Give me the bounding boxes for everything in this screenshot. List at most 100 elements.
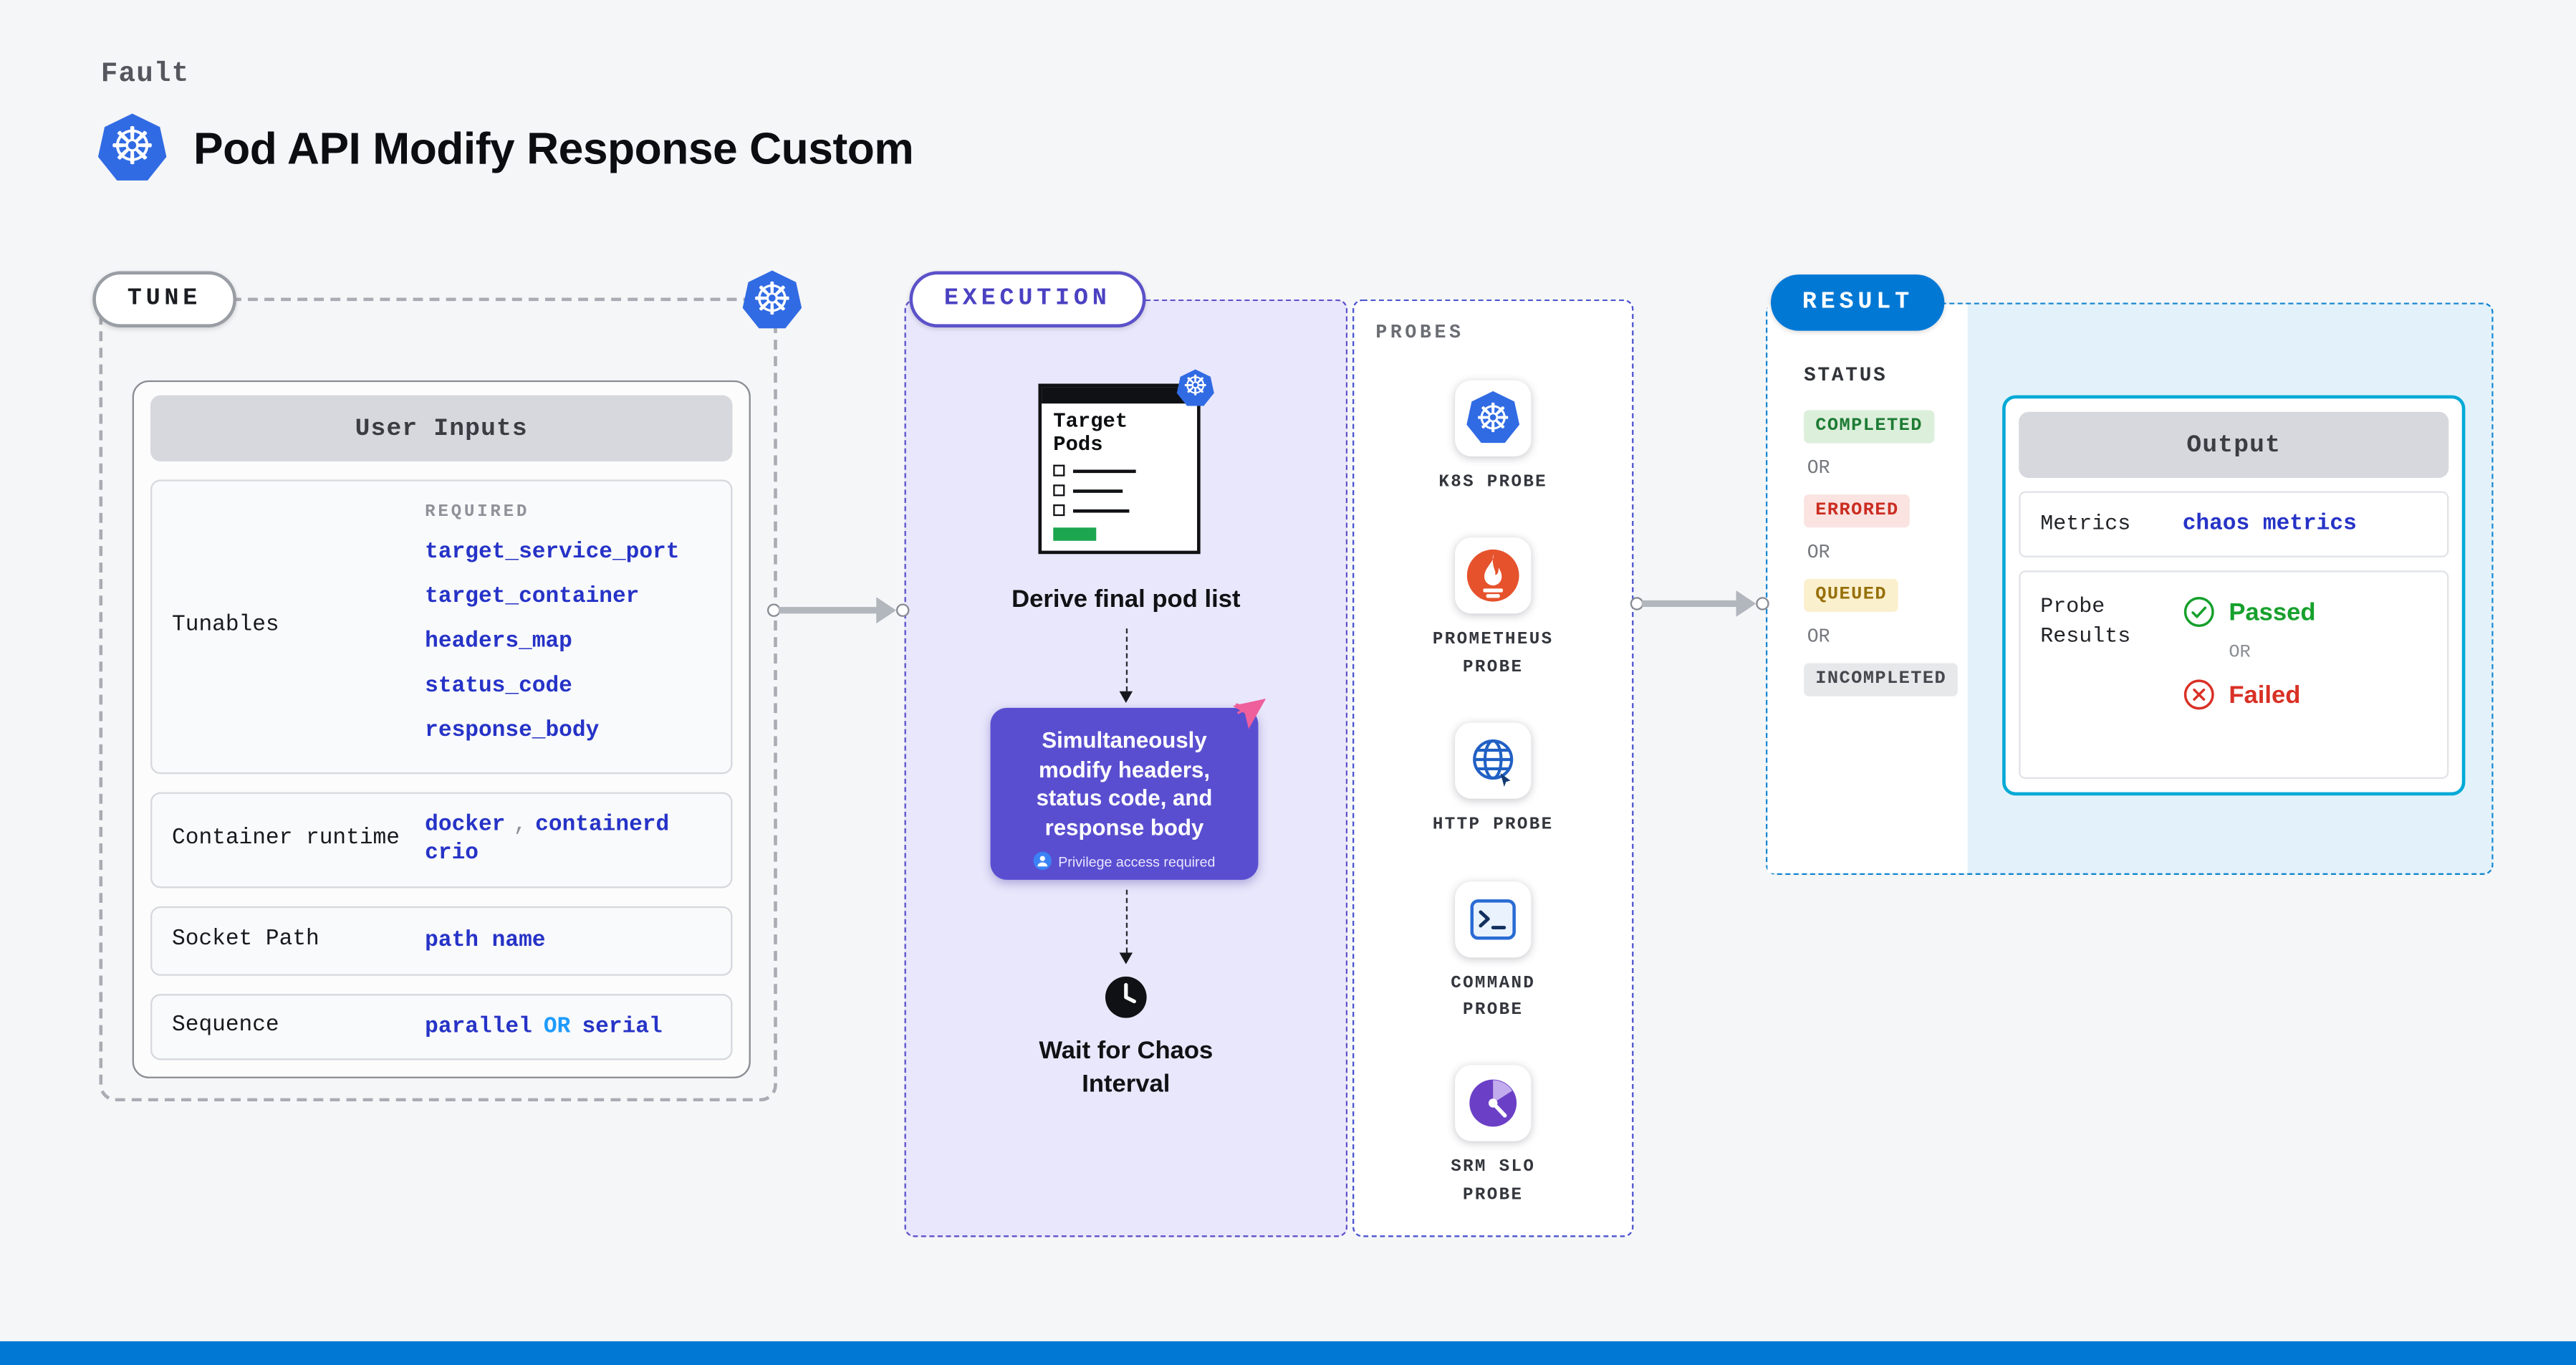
- socket-path-row: Socket Path path name: [150, 906, 733, 976]
- checkbox-icon: [1053, 484, 1065, 497]
- bottom-accent-bar: [0, 1341, 2576, 1365]
- failed-line: Failed: [2183, 678, 2316, 711]
- probe-item-command: COMMAND PROBE: [1427, 881, 1559, 1025]
- required-label: REQUIRED: [425, 502, 530, 523]
- dashed-arrow-head: [1119, 691, 1133, 703]
- fault-eyebrow: Fault: [100, 59, 190, 91]
- flow-arrow-execution-to-result: [1630, 589, 1769, 619]
- derive-pod-list-label: Derive final pod list: [1011, 585, 1241, 614]
- tunable-target-container: target_container: [425, 585, 640, 610]
- arrow-shaft: [779, 606, 878, 614]
- probe-item-prometheus: PROMETHEUS PROBE: [1427, 538, 1559, 681]
- send-spark-icon: [1233, 699, 1267, 729]
- pod-line: [1072, 508, 1130, 512]
- output-title: Output: [2019, 411, 2449, 479]
- clock-icon: [1105, 976, 1147, 1018]
- failed-label: Failed: [2229, 680, 2301, 709]
- prometheus-flame-icon: [1466, 550, 1519, 603]
- tunables-label: Tunables: [172, 613, 279, 638]
- kubernetes-icon: ☸: [742, 270, 802, 329]
- execution-section: EXECUTION Target Pods ☸ Derive final pod…: [904, 271, 1348, 1237]
- sequence-values: parallel OR serial: [425, 1015, 663, 1040]
- runtime-docker: docker: [425, 813, 506, 839]
- kubernetes-wheel-glyph: ☸: [1475, 394, 1512, 441]
- arrow-head: [876, 597, 896, 624]
- metrics-value: chaos metrics: [2182, 512, 2357, 537]
- tune-pill: TUNE: [92, 271, 236, 328]
- probe-label: K8S PROBE: [1438, 473, 1548, 493]
- kubernetes-wheel-glyph: ☸: [1183, 370, 1208, 404]
- status-badge-incompleted: INCOMPLETED: [1804, 663, 1959, 696]
- status-column: STATUS COMPLETED OR ERRORED OR QUEUED OR…: [1804, 364, 1959, 696]
- checkbox-icon: [1053, 464, 1065, 476]
- check-circle-icon: [2183, 597, 2214, 627]
- tunable-headers-map: headers_map: [425, 630, 572, 656]
- window-titlebar: [1042, 387, 1198, 404]
- probe-icon-card: ☸: [1455, 380, 1532, 457]
- sequence-or: OR: [543, 1015, 571, 1040]
- probes-list: ☸ K8S PROBE PROMETHEUS PROBE: [1354, 364, 1632, 1235]
- wait-chaos-interval-label: Wait for Chaos Interval: [1039, 1037, 1213, 1098]
- probe-label: SRM SLO PROBE: [1451, 1158, 1536, 1205]
- or-label: OR: [2229, 643, 2251, 664]
- target-pods-window: Target Pods ☸: [1038, 369, 1214, 555]
- privilege-badge-text: Privilege access required: [1058, 853, 1216, 870]
- kubernetes-wheel-glyph: ☸: [109, 117, 155, 177]
- container-runtime-values: docker , containerd crio: [425, 814, 669, 867]
- passed-line: Passed: [2183, 595, 2316, 628]
- passed-label: Passed: [2229, 598, 2316, 626]
- sequence-row: Sequence parallel OR serial: [150, 994, 733, 1060]
- tunable-target-service-port: target_service_port: [425, 540, 680, 566]
- or-label: OR: [1807, 542, 1830, 565]
- metrics-row: Metrics chaos metrics: [2019, 491, 2449, 557]
- probes-heading: PROBES: [1375, 322, 1464, 345]
- sequence-label: Sequence: [172, 1013, 279, 1039]
- probe-item-k8s: ☸ K8S PROBE: [1427, 380, 1559, 497]
- dashed-arrow-head: [1119, 952, 1133, 964]
- container-runtime-label: Container runtime: [172, 826, 400, 852]
- probe-label: PROMETHEUS PROBE: [1432, 631, 1554, 678]
- result-pill: RESULT: [1770, 274, 1945, 331]
- probe-label: COMMAND PROBE: [1451, 973, 1536, 1021]
- pod-checkbox-row: [1053, 464, 1186, 476]
- probe-results-row: Probe Results Passed OR: [2019, 570, 2449, 780]
- chaos-action-text: Simultaneously modify headers, status co…: [1036, 727, 1213, 840]
- dashed-line: [1125, 628, 1127, 691]
- status-badge-errored: ERRORED: [1804, 494, 1911, 528]
- arrow-end-dot: [1756, 597, 1769, 610]
- kubernetes-wheel-glyph: ☸: [751, 274, 792, 326]
- target-pods-title: Target Pods: [1053, 410, 1128, 457]
- metrics-label: Metrics: [2040, 510, 2131, 536]
- gauge-pie-icon: [1469, 1080, 1517, 1128]
- chaos-action-box: Simultaneously modify headers, status co…: [990, 699, 1267, 880]
- pod-checkbox-row: [1053, 504, 1186, 517]
- container-runtime-row: Container runtime docker , containerd cr…: [150, 792, 733, 889]
- tune-section: TUNE ☸ User Inputs Tunables REQUIRED tar…: [92, 270, 802, 1102]
- output-card: Output Metrics chaos metrics Probe Resul…: [2002, 395, 2466, 796]
- pod-line: [1072, 469, 1136, 472]
- user-inputs-card: User Inputs Tunables REQUIRED target_ser…: [132, 380, 751, 1078]
- privilege-user-icon: [1033, 852, 1052, 871]
- kubernetes-icon: ☸: [1466, 391, 1520, 444]
- dashed-arrow-down: [1119, 628, 1133, 703]
- probe-icon-card: [1455, 723, 1532, 800]
- status-badge-queued: QUEUED: [1804, 578, 1899, 612]
- probe-item-http: HTTP PROBE: [1427, 723, 1559, 839]
- page-title: Pod API Modify Response Custom: [193, 123, 914, 173]
- checkbox-icon: [1053, 504, 1065, 517]
- socket-path-value: path name: [425, 928, 546, 954]
- status-badge-completed: COMPLETED: [1804, 410, 1935, 444]
- arrow-head: [1736, 590, 1756, 617]
- probe-results-label: Probe Results: [2040, 593, 2131, 649]
- kubernetes-icon: ☸: [97, 113, 167, 181]
- tunables-row: Tunables REQUIRED target_service_port ta…: [150, 479, 733, 775]
- probe-icon-card: [1455, 1065, 1532, 1142]
- tunable-status-code: status_code: [425, 674, 572, 700]
- comma-separator: ,: [513, 813, 527, 839]
- x-circle-icon: [2183, 679, 2214, 710]
- dashed-line: [1125, 889, 1127, 953]
- probe-icon-card: [1455, 881, 1532, 957]
- tunable-response-body: response_body: [425, 719, 600, 744]
- pod-line: [1072, 489, 1123, 492]
